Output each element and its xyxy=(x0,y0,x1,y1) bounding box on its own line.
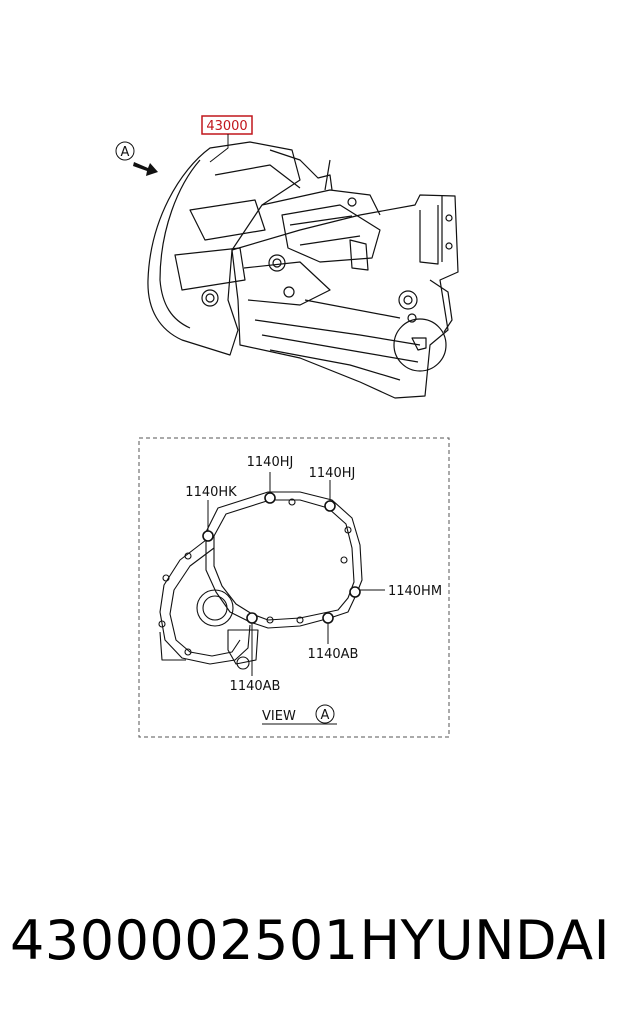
view-a-caption: VIEW A xyxy=(262,704,337,725)
transmission-assembly-drawing xyxy=(147,141,459,399)
footer-part-code: 4300002501 xyxy=(10,908,359,972)
callout-leader-lines xyxy=(207,472,385,676)
footer: 4300002501 HYUNDAI xyxy=(10,905,610,975)
view-arrow-icon xyxy=(133,162,158,176)
callout-1140hm[interactable]: 1140HM xyxy=(388,584,442,599)
view-a-housing-drawing xyxy=(158,491,363,670)
part-number-43000[interactable]: 43000 xyxy=(201,115,253,135)
callout-1140ab-right[interactable]: 1140AB xyxy=(308,647,359,662)
callout-1140hk[interactable]: 1140HK xyxy=(185,485,237,500)
bolt-1140ab-bottom xyxy=(246,612,258,624)
svg-text:A: A xyxy=(321,708,330,723)
bolt-1140hj-left xyxy=(264,492,276,504)
callout-1140ab-bottom[interactable]: 1140AB xyxy=(230,679,281,694)
leader-line-43000 xyxy=(209,134,229,163)
footer-brand: HYUNDAI xyxy=(359,908,610,972)
callout-1140hj-top-left[interactable]: 1140HJ xyxy=(247,455,294,470)
bolt-1140hj-right xyxy=(324,500,336,512)
bolt-1140hm xyxy=(349,586,361,598)
view-a-frame xyxy=(138,437,450,738)
bolt-1140hk xyxy=(202,530,214,542)
svg-text:VIEW: VIEW xyxy=(262,709,296,724)
view-marker-a: A xyxy=(115,141,135,161)
bolt-1140ab-right xyxy=(322,612,334,624)
svg-text:43000: 43000 xyxy=(206,119,247,134)
callout-1140hj-top-right[interactable]: 1140HJ xyxy=(309,466,356,481)
svg-text:A: A xyxy=(121,145,130,160)
